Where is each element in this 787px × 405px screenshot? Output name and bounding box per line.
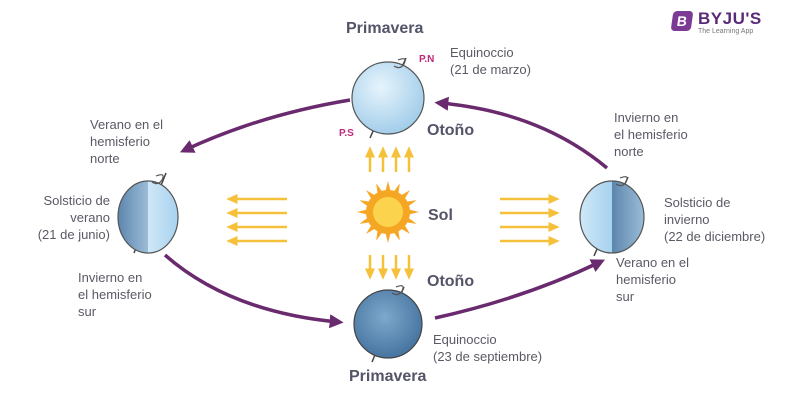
bottom-season-label: Primavera xyxy=(349,368,427,385)
right-event-label: Solsticio de invierno (22 de diciembre) xyxy=(664,195,766,244)
rays-down xyxy=(365,255,414,280)
orbit-arrow-bottom-left xyxy=(163,253,344,329)
sun-spike xyxy=(385,231,391,243)
top-lower-season-label: Otoño xyxy=(427,122,475,139)
orbit-arrow-top-left xyxy=(179,98,351,153)
earth-left-icon xyxy=(117,172,179,254)
logo-brand: BYJU'S xyxy=(698,9,762,28)
rays-right xyxy=(500,194,560,246)
pole-south-label: P.S xyxy=(339,128,354,139)
left-event-label: Solsticio de verano (21 de junio) xyxy=(37,193,110,242)
sun-rays xyxy=(226,146,560,280)
byjus-logo: B BYJU'S The Learning App xyxy=(664,4,774,40)
sun-icon xyxy=(357,181,419,243)
earth-right-icon xyxy=(579,176,645,257)
top-season-label: Primavera xyxy=(346,20,424,37)
right-lower-season-label: Verano en el hemisferio sur xyxy=(616,255,690,304)
earth-bottom-icon xyxy=(353,285,423,363)
logo-tagline: The Learning App xyxy=(698,28,754,35)
rays-up xyxy=(365,146,414,172)
bottom-upper-season-label: Otoño xyxy=(427,273,475,290)
earth-top-icon xyxy=(351,57,425,139)
sun-spike xyxy=(385,181,391,193)
left-lower-season-label: Invierno en el hemisferio sur xyxy=(78,270,152,319)
logo-mark-icon: B xyxy=(670,11,694,31)
sun-spike xyxy=(407,209,419,215)
orbit-arrow-top-right xyxy=(434,96,609,170)
rays-left xyxy=(226,194,287,246)
top-event-label: Equinoccio (21 de marzo) xyxy=(450,45,531,77)
bottom-event-label: Equinoccio (23 de septiembre) xyxy=(433,332,543,364)
orbit-path xyxy=(163,96,609,329)
pole-north-label: P.N xyxy=(419,54,435,65)
orbit-arrow-bottom-right xyxy=(434,259,606,320)
right-upper-season-label: Invierno en el hemisferio norte xyxy=(614,110,688,159)
left-upper-season-label: Verano en el hemisferio norte xyxy=(90,117,164,166)
sun-label: Sol xyxy=(428,207,453,224)
sun-spike xyxy=(357,209,369,215)
